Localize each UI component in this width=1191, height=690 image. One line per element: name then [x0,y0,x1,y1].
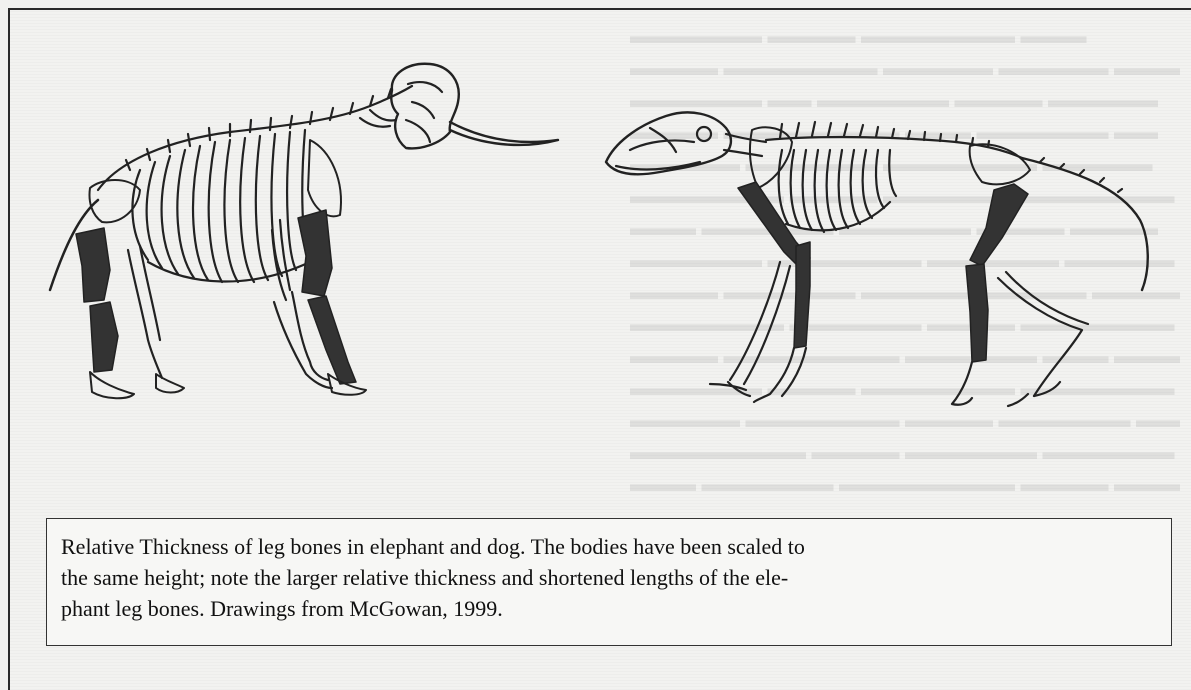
caption-box: Relative Thickness of leg bones in eleph… [46,518,1172,646]
elephant-skeleton-icon [50,64,558,398]
figure-caption: Relative Thickness of leg bones in eleph… [61,531,1157,624]
skeleton-figure [10,10,1191,510]
page-frame: ▬▬▬▬▬▬ ▬▬▬▬ ▬▬▬▬▬▬▬ ▬▬▬ ▬▬▬▬ ▬▬▬▬▬▬▬ ▬▬▬… [8,8,1191,690]
dog-skeleton-icon [606,112,1148,406]
